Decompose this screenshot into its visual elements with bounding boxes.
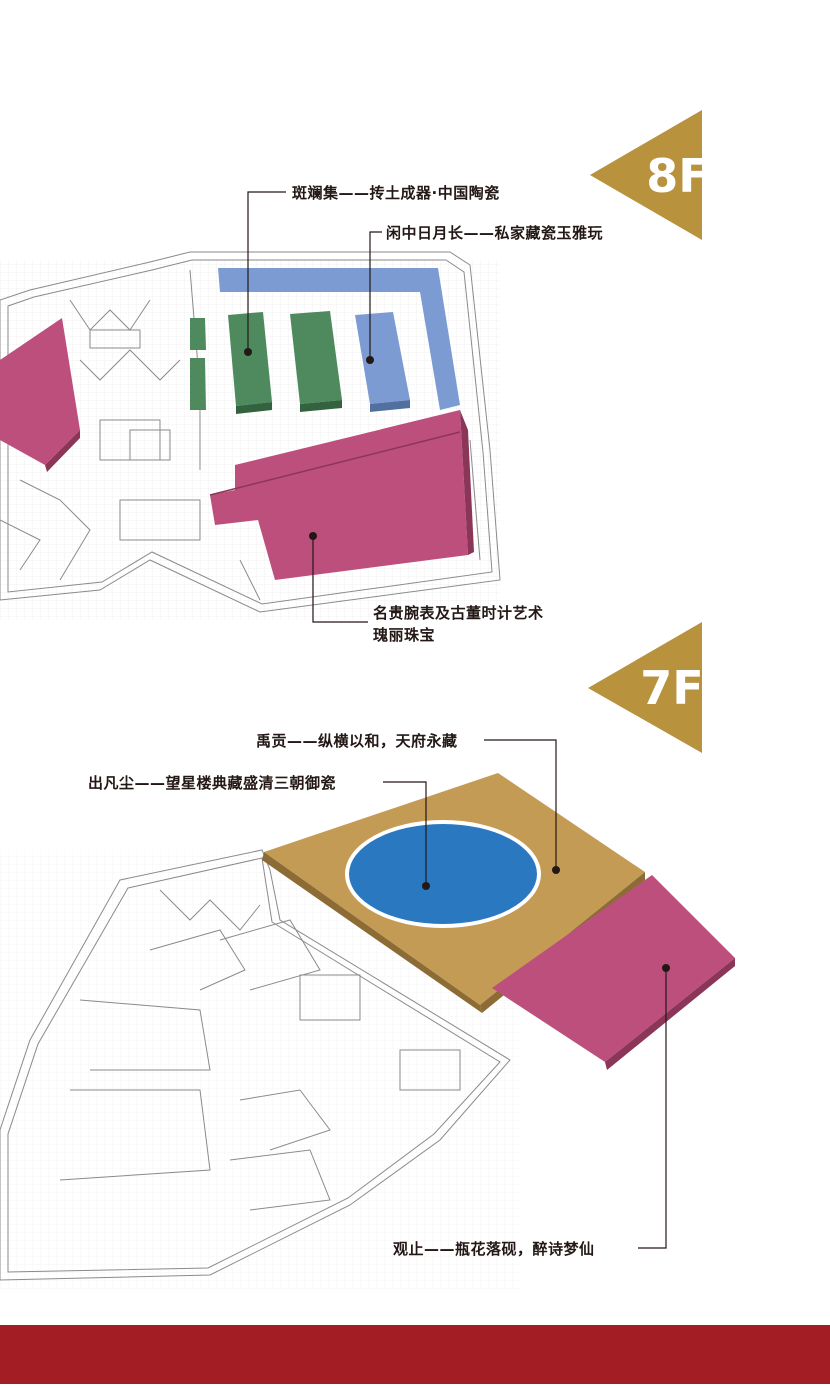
label-7f-pink-zone: 观止——瓶花落砚，醉诗梦仙	[393, 1240, 595, 1258]
label-8f-green-zone: 斑斓集——抟土成器·中国陶瓷	[292, 184, 500, 202]
zone-pink-7f-edge	[605, 958, 735, 1070]
dot-pink-7f	[662, 964, 670, 972]
floor-7f-tag: 7F	[640, 661, 703, 715]
dot-blue-circle	[422, 882, 430, 890]
label-8f-pink-zone-line1: 名贵腕表及古董时计艺术	[373, 604, 544, 622]
zone-pink-main-edge	[460, 410, 474, 555]
label-8f-blue-zone: 闲中日月长——私家藏瓷玉雅玩	[386, 224, 604, 242]
floor-7f-tag-triangle	[588, 622, 702, 753]
label-7f-gold-zone: 禹贡——纵横以和，天府永藏	[256, 732, 458, 750]
zone-pink-left	[0, 318, 80, 465]
dot-pink	[309, 532, 317, 540]
zone-green-bar-2	[228, 312, 272, 406]
floor-8f-tag: 8F	[646, 149, 709, 203]
zone-pink-main-ridge	[209, 431, 461, 496]
zone-pink-main	[210, 410, 468, 580]
zone-green-bar-1a	[190, 318, 206, 350]
zone-green-bar-2-edge	[236, 402, 272, 414]
floor-8f: 8F	[0, 110, 710, 623]
label-8f-pink-zone-line2: 瑰丽珠宝	[373, 626, 436, 644]
zone-blue-bar-edge	[370, 400, 410, 412]
dot-green	[244, 348, 252, 356]
floor-8f-tag-triangle	[590, 110, 702, 240]
dot-blue	[366, 356, 374, 364]
zone-pink-7f	[492, 875, 735, 1062]
floor-7f: 7F	[0, 622, 735, 1290]
floor-7f-leaders	[383, 739, 667, 1249]
zone-pink-left-edge	[45, 430, 80, 472]
footer-bar	[0, 1325, 830, 1384]
zone-green-bar-3-edge	[300, 400, 342, 412]
zone-green-bar-1b	[190, 358, 206, 410]
zone-blue-circle	[349, 824, 537, 924]
zone-blue-l	[218, 268, 460, 410]
dot-gold	[552, 866, 560, 874]
zone-green-bar-3	[290, 311, 342, 404]
zone-blue-bar	[355, 312, 410, 404]
zone-gold-edge-left	[262, 852, 482, 1013]
label-7f-circle-zone: 出凡尘——望星楼典藏盛清三朝御瓷	[88, 774, 337, 792]
floor-8f-leaders	[247, 191, 382, 623]
